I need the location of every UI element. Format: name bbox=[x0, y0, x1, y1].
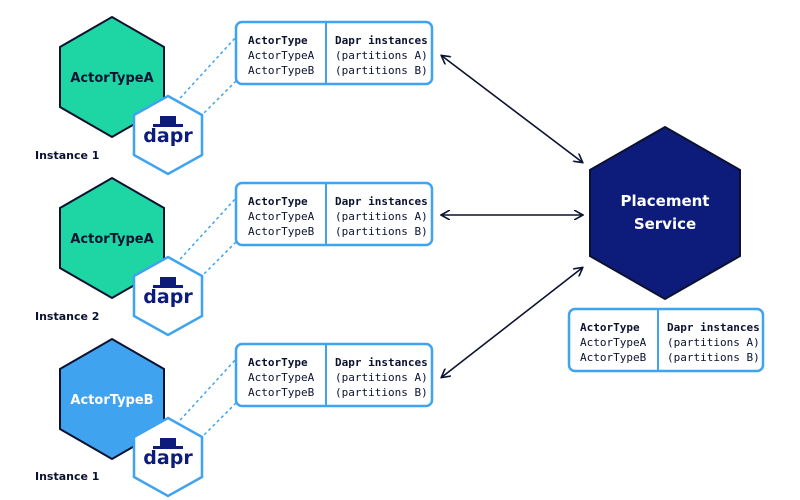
arrow-line bbox=[442, 56, 582, 162]
table-cell: (partitions A) bbox=[667, 336, 760, 349]
actor-label: ActorTypeA bbox=[70, 232, 153, 247]
table-header-cell: Dapr instances bbox=[335, 195, 428, 208]
table-header-cell: Dapr instances bbox=[335, 34, 428, 47]
table-header-cell: ActorType bbox=[248, 195, 308, 208]
dapr-logo-text: dapr bbox=[143, 447, 193, 469]
table-cell: (partitions B) bbox=[667, 351, 760, 364]
dapr-hat-icon bbox=[153, 277, 183, 288]
instance-group: ActorTypeA Instance 1 dapr bbox=[35, 15, 237, 176]
table-cell: (partitions A) bbox=[335, 49, 428, 62]
dapr-sidecar-hexagon bbox=[132, 416, 204, 498]
dapr-logo-text: dapr bbox=[143, 286, 193, 308]
table-cell: ActorTypeB bbox=[248, 64, 315, 77]
connector-line bbox=[171, 36, 237, 108]
placement-label: Service bbox=[634, 215, 696, 233]
bidirectional-arrows bbox=[442, 56, 582, 377]
table-cell: ActorTypeA bbox=[248, 371, 315, 384]
table-cell: ActorTypeB bbox=[580, 351, 647, 364]
table-cell: ActorTypeB bbox=[248, 386, 315, 399]
placement-table: ActorType Dapr instances ActorTypeA (par… bbox=[567, 307, 765, 373]
connector-line bbox=[199, 241, 237, 279]
instance-label: Instance 1 bbox=[35, 149, 99, 162]
placement-hexagon bbox=[589, 125, 741, 301]
partition-table: ActorType Dapr instances ActorTypeA (par… bbox=[234, 342, 434, 408]
table-header-cell: ActorType bbox=[580, 321, 640, 334]
instance-group: ActorTypeB Instance 1 dapr bbox=[35, 337, 237, 498]
actor-hexagon bbox=[59, 15, 165, 139]
table-cell: ActorTypeB bbox=[248, 225, 315, 238]
instance-label: Instance 2 bbox=[35, 310, 99, 323]
table-header-cell: Dapr instances bbox=[667, 321, 760, 334]
dapr-logo-text: dapr bbox=[143, 125, 193, 147]
connector-line bbox=[171, 197, 237, 269]
partition-table: ActorType Dapr instances ActorTypeA (par… bbox=[234, 181, 434, 247]
dapr-sidecar-hexagon bbox=[132, 255, 204, 337]
actor-label: ActorTypeB bbox=[70, 393, 153, 408]
table-cell: ActorTypeA bbox=[248, 49, 315, 62]
connector-line bbox=[199, 402, 237, 440]
connector-line bbox=[171, 358, 237, 430]
instance-label: Instance 1 bbox=[35, 470, 99, 483]
arrow-line bbox=[442, 268, 582, 377]
placement-service: Placement Service bbox=[589, 125, 741, 301]
table-cell: ActorTypeA bbox=[248, 210, 315, 223]
dapr-hat-icon bbox=[153, 438, 183, 449]
table-cell: (partitions B) bbox=[335, 64, 428, 77]
actor-label: ActorTypeA bbox=[70, 71, 153, 86]
table-header-cell: ActorType bbox=[248, 356, 308, 369]
table-header-cell: Dapr instances bbox=[335, 356, 428, 369]
table-cell: (partitions A) bbox=[335, 371, 428, 384]
partition-table: ActorType Dapr instances ActorTypeA (par… bbox=[234, 20, 434, 86]
table-cell: (partitions B) bbox=[335, 386, 428, 399]
actor-hexagon bbox=[59, 337, 165, 461]
table-header-cell: ActorType bbox=[248, 34, 308, 47]
placement-label: Placement bbox=[621, 192, 710, 210]
dapr-hat-icon bbox=[153, 116, 183, 127]
table-cell: (partitions A) bbox=[335, 210, 428, 223]
instance-group: ActorTypeA Instance 2 dapr bbox=[35, 176, 237, 337]
dapr-sidecar-hexagon bbox=[132, 94, 204, 176]
connector-line bbox=[199, 80, 237, 118]
actor-hexagon bbox=[59, 176, 165, 300]
table-cell: ActorTypeA bbox=[580, 336, 647, 349]
table-cell: (partitions B) bbox=[335, 225, 428, 238]
